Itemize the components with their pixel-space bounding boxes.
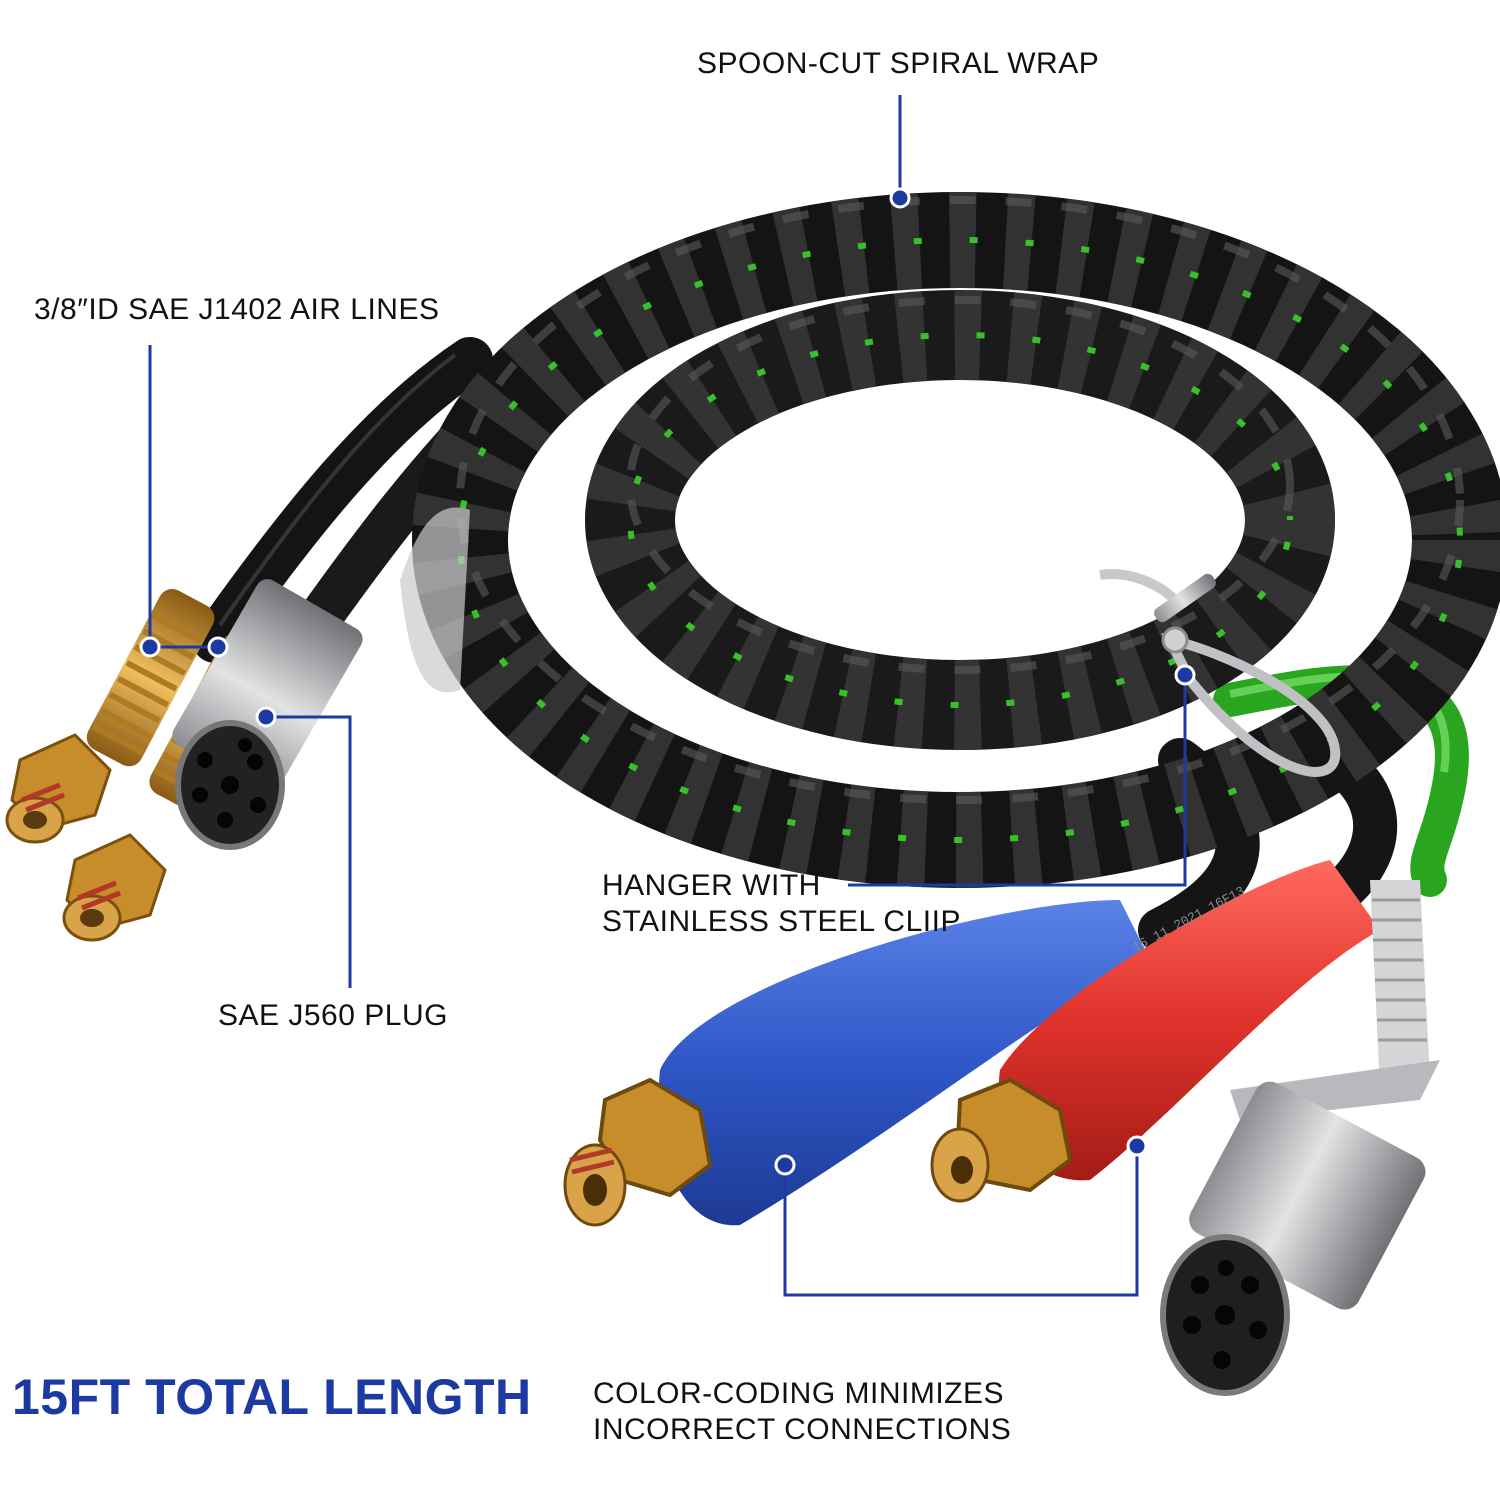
- callout-dots: [139, 187, 1196, 1176]
- callout-air-lines: 3/8″ID SAE J1402 AIR LINES: [34, 293, 440, 326]
- callout-color-coding: COLOR-CODING MINIMIZES INCORRECT CONNECT…: [593, 1376, 1011, 1448]
- callout-color-coding-line1: COLOR-CODING MINIMIZES: [593, 1377, 1005, 1410]
- hanger-clip: [1099, 569, 1341, 777]
- blue-gladhand: [563, 900, 1150, 1227]
- callout-hanger-line1: HANGER WITH: [602, 869, 821, 902]
- callout-spiral-wrap: SPOON-CUT SPIRAL WRAP: [697, 47, 1100, 80]
- left-j560-plug: [172, 507, 470, 850]
- total-length-headline: 15FT TOTAL LENGTH: [12, 1369, 532, 1425]
- red-gladhand: [930, 860, 1380, 1203]
- right-j560-plug: [1160, 880, 1440, 1396]
- callout-plug: SAE J560 PLUG: [218, 999, 448, 1032]
- callout-hanger-line2: STAINLESS STEEL CLIIP: [602, 905, 961, 938]
- coiled-spiral-wrap: [412, 192, 1500, 888]
- callout-hanger: HANGER WITH STAINLESS STEEL CLIIP: [602, 868, 961, 940]
- callout-color-coding-line2: INCORRECT CONNECTIONS: [593, 1413, 1012, 1446]
